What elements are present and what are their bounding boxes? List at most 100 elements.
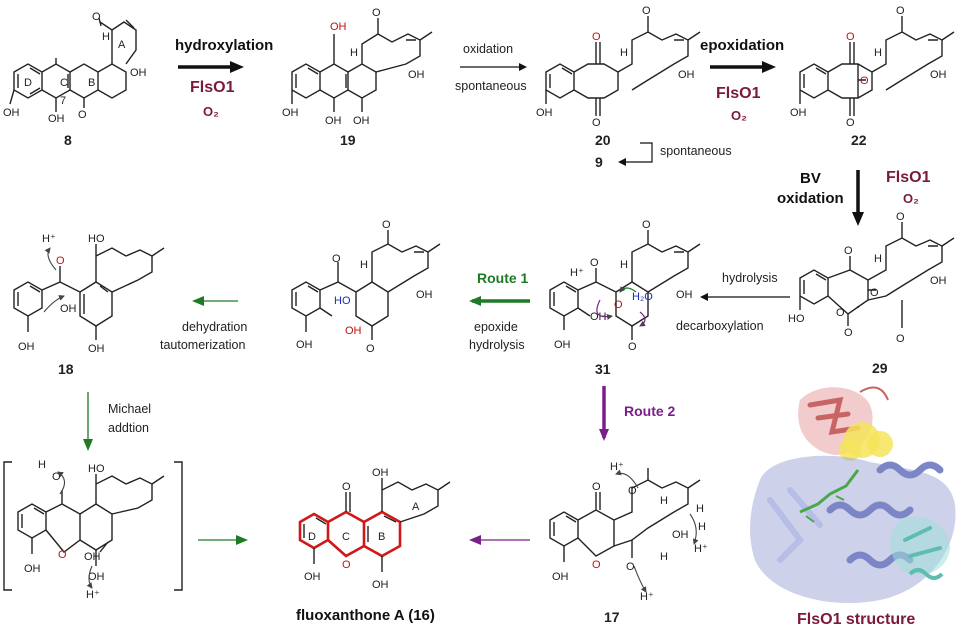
compound-number: 9 [595, 154, 603, 170]
atom-label: OH [676, 289, 693, 301]
atom-label: O [614, 299, 623, 311]
atom-label: O [628, 341, 637, 353]
atom-label: OH [282, 107, 299, 119]
atom-label: H⁺ [640, 591, 654, 603]
atom-label: HO [88, 233, 105, 245]
atom-label: OH [372, 579, 389, 591]
atom-label: H⁺ [86, 589, 100, 601]
atom-label: O [332, 253, 341, 265]
atom-label: OH [536, 107, 553, 119]
atom-label: OH [416, 289, 433, 301]
atom-label: O [642, 219, 651, 231]
atom-label: O [366, 343, 375, 355]
atom-label: O [590, 257, 599, 269]
atom-label: OH [678, 69, 695, 81]
atom-label: H⁺ [694, 543, 708, 555]
compound-19: OH O OH OH OH OH H 19 [282, 7, 433, 148]
atom-label: OH [18, 341, 35, 353]
atom-label: OH [408, 69, 425, 81]
ring-label-d: D [24, 77, 32, 89]
compound-number: 19 [340, 132, 356, 148]
compound-20: O O O OH OH H 20 9 spontaneous [536, 5, 732, 170]
atom-label: O [382, 219, 391, 231]
atom-label: OH [296, 339, 313, 351]
atom-label: H [350, 47, 358, 59]
atom-label: OH [554, 339, 571, 351]
atom-label: H [102, 31, 110, 43]
atom-label: OH [930, 69, 947, 81]
step-spontaneous-2: spontaneous [660, 144, 732, 158]
atom-label: OH [372, 467, 389, 479]
compound-31: O O O O H₂O OH OH OH H⁺ H 31 [549, 219, 701, 377]
step-epoxide-line1: epoxide [474, 320, 518, 334]
atom-label: OH [130, 67, 147, 79]
atom-label: H [360, 259, 368, 271]
step-spontaneous: spontaneous [455, 79, 527, 93]
atom-label: H⁺ [42, 233, 56, 245]
compound-18: O H⁺ HO OH OH OH 18 [13, 233, 165, 377]
atom-label: H⁺ [570, 267, 584, 279]
enzyme-label: FlsO1 [716, 85, 761, 102]
atom-label: O [642, 5, 651, 17]
ring-label-b: B [378, 531, 385, 543]
atom-label: H [620, 47, 628, 59]
cofactor-label: O₂ [731, 108, 747, 123]
compound-16: O O OH OH OH A B C D fluoxanthone A (16) [296, 467, 451, 624]
ring-label-b: B [88, 77, 95, 89]
enzyme-label: FlsO1 [886, 169, 931, 186]
compound-number: 17 [604, 609, 620, 625]
compound-29: O O O O O O OH HO H 29 [788, 211, 955, 376]
structure-caption: FlsO1 structure [797, 611, 915, 628]
atom-label: OH [672, 529, 689, 541]
atom-label: HO [334, 295, 351, 307]
atom-label: O [896, 5, 905, 17]
atom-label: O [56, 255, 65, 267]
step-bv-line2: oxidation [777, 190, 844, 207]
compound-number: 22 [851, 132, 867, 148]
ring-label-a: A [118, 39, 126, 51]
step-epoxidation: epoxidation [700, 37, 784, 54]
atom-label: OH [325, 115, 342, 127]
position-label-7: 7 [60, 95, 66, 107]
atom-label: OH [3, 107, 20, 119]
atom-label: OH [552, 571, 569, 583]
step-michael-line1: Michael [108, 402, 151, 416]
atom-label: H [660, 551, 668, 563]
compound-number: 20 [595, 132, 611, 148]
compound-number: 29 [872, 360, 888, 376]
compound-number: 18 [58, 361, 74, 377]
atom-label: O [78, 109, 87, 121]
atom-label: OH [930, 275, 947, 287]
atom-label: H [38, 459, 46, 471]
compound-name: fluoxanthone A (16) [296, 607, 435, 624]
atom-label: O [592, 117, 601, 129]
cofactor-label: O₂ [203, 104, 219, 119]
atom-label: O [860, 75, 869, 87]
atom-label: O [628, 485, 637, 497]
atom-label: O [592, 31, 601, 43]
step-oxidation: oxidation [463, 42, 513, 56]
atom-label: O [844, 245, 853, 257]
atom-label: O [58, 549, 67, 561]
atom-label: O [92, 11, 101, 23]
atom-label: OH [330, 21, 347, 33]
atom-label: OH [88, 343, 105, 355]
atom-label: O [342, 481, 351, 493]
atom-label: OH [88, 571, 105, 583]
atom-label: O [342, 559, 351, 571]
atom-label: OH [24, 563, 41, 575]
atom-label: O [372, 7, 381, 19]
step-hydrolysis: hydrolysis [722, 271, 778, 285]
atom-label: O [896, 333, 905, 345]
step-michael-line2: addtion [108, 421, 149, 435]
compound-17: O O O O OH OH H⁺ H⁺ H⁺ H H H H 17 [549, 461, 708, 625]
atom-label: H₂O [632, 291, 653, 303]
step-hydroxylation: hydroxylation [175, 37, 273, 54]
atom-label: O [592, 481, 601, 493]
step-dehydration-line1: dehydration [182, 320, 247, 334]
atom-label: OH [48, 113, 65, 125]
atom-label: OH [84, 551, 101, 563]
atom-label: O [836, 307, 845, 319]
atom-label: OH [353, 115, 370, 127]
atom-label: H [660, 495, 668, 507]
